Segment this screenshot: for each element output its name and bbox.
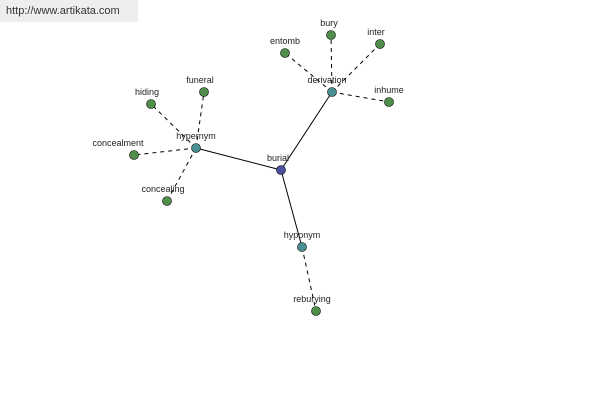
term-funeral-node[interactable] bbox=[199, 87, 209, 97]
term-hiding-label[interactable]: hiding bbox=[135, 87, 159, 97]
edge-derivation-inhume bbox=[331, 91, 390, 103]
term-funeral-label[interactable]: funeral bbox=[186, 75, 214, 85]
term-inhume-node[interactable] bbox=[384, 97, 394, 107]
site-watermark[interactable]: http://www.artikata.com bbox=[0, 0, 138, 22]
term-entomb-label[interactable]: entomb bbox=[270, 36, 300, 46]
relation-derivation-node[interactable] bbox=[327, 87, 337, 97]
edge-hyponym-reburying bbox=[301, 246, 317, 312]
edge-hypernym-concealment bbox=[133, 147, 197, 156]
root-burial-node[interactable] bbox=[276, 165, 286, 175]
relation-hyponym-node[interactable] bbox=[297, 242, 307, 252]
relation-hypernym-node[interactable] bbox=[191, 143, 201, 153]
relation-derivation-label[interactable]: derivation bbox=[307, 75, 346, 85]
term-concealment-node[interactable] bbox=[129, 150, 139, 160]
edge-burial-hypernym bbox=[195, 147, 282, 171]
term-concealing-node[interactable] bbox=[162, 196, 172, 206]
term-inter-node[interactable] bbox=[375, 39, 385, 49]
edge-burial-derivation bbox=[280, 91, 333, 171]
relation-hyponym-label[interactable]: hyponym bbox=[284, 230, 321, 240]
term-bury-node[interactable] bbox=[326, 30, 336, 40]
edge-derivation-bury bbox=[330, 34, 333, 93]
term-entomb-node[interactable] bbox=[280, 48, 290, 58]
edge-derivation-entomb bbox=[284, 52, 333, 93]
term-inhume-label[interactable]: inhume bbox=[374, 85, 404, 95]
term-hiding-node[interactable] bbox=[146, 99, 156, 109]
term-concealing-label[interactable]: concealing bbox=[141, 184, 184, 194]
edge-derivation-inter bbox=[331, 43, 381, 93]
root-burial-label[interactable]: burial bbox=[267, 153, 289, 163]
term-reburying-label[interactable]: reburying bbox=[293, 294, 331, 304]
edge-burial-hyponym bbox=[280, 169, 303, 248]
edge-hypernym-hiding bbox=[150, 103, 197, 149]
term-bury-label[interactable]: bury bbox=[320, 18, 338, 28]
edge-hypernym-funeral bbox=[195, 91, 205, 149]
edge-hypernym-concealing bbox=[166, 147, 197, 202]
relation-hypernym-label[interactable]: hypernym bbox=[176, 131, 216, 141]
term-concealment-label[interactable]: concealment bbox=[92, 138, 144, 148]
term-inter-label[interactable]: inter bbox=[367, 27, 385, 37]
term-reburying-node[interactable] bbox=[311, 306, 321, 316]
